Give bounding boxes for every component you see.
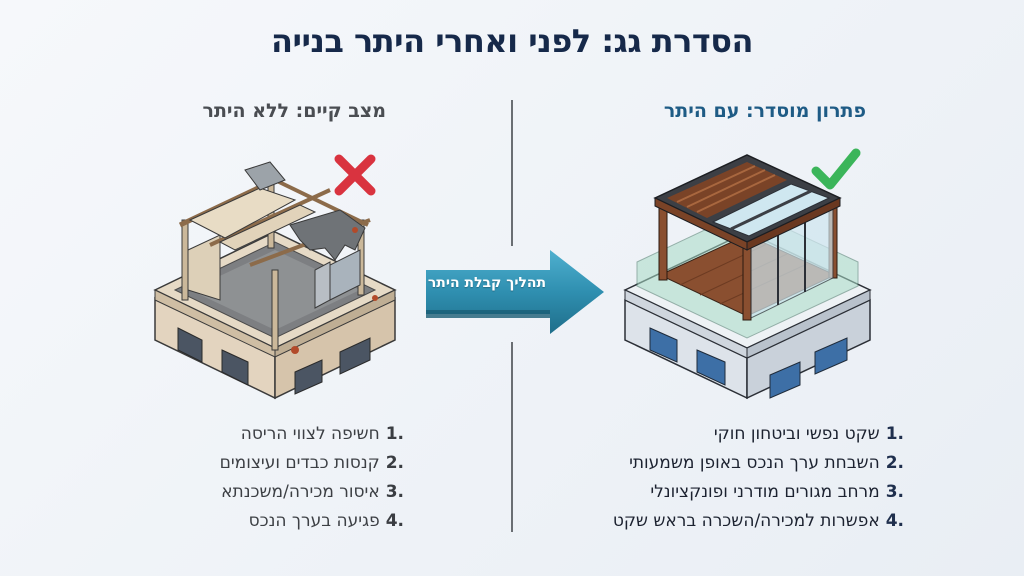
item-text: שקט נפשי וביטחון חוקי: [713, 424, 880, 444]
x-icon: [334, 154, 376, 196]
check-icon: [811, 148, 861, 190]
item-number: 2.: [885, 453, 904, 473]
item-text: פגיעה בערך הנכס: [248, 511, 380, 531]
item-text: אפשרות למכירה/השכרה בראש שקט: [612, 511, 880, 531]
item-number: 2.: [385, 453, 404, 473]
right-panel-heading: פתרון מוסדר: עם היתר: [663, 100, 866, 122]
item-text: השבחת ערך הנכס באופן משמעותי: [629, 453, 880, 473]
item-number: 3.: [885, 482, 904, 502]
item-text: קנסות כבדים ועיצומים: [219, 453, 380, 473]
item-number: 3.: [385, 482, 404, 502]
center-divider-bottom: [511, 342, 513, 532]
list-item: 1. חשיפה לצווי הריסה: [220, 420, 404, 449]
left-consequences-list: 1. חשיפה לצווי הריסה 2. קנסות כבדים ועיצ…: [220, 420, 404, 536]
list-item: 3. איסור מכירה/משכנתא: [220, 478, 404, 507]
list-item: 4. אפשרות למכירה/השכרה בראש שקט: [613, 507, 904, 536]
dilapidated-rooftop-illustration: [153, 161, 397, 400]
center-divider-top: [511, 100, 513, 246]
right-benefits-list: 1. שקט נפשי וביטחון חוקי 2. השבחת ערך הנ…: [613, 420, 904, 536]
list-item: 1. שקט נפשי וביטחון חוקי: [613, 420, 904, 449]
item-text: איסור מכירה/משכנתא: [221, 482, 380, 502]
item-number: 4.: [885, 511, 904, 531]
process-arrow-icon: [426, 250, 604, 334]
list-item: 4. פגיעה בערך הנכס: [220, 507, 404, 536]
process-arrow-label: תהליך קבלת היתר: [427, 275, 547, 291]
list-item: 3. מרחב מגורים מודרני ופונקציונלי: [613, 478, 904, 507]
item-number: 1.: [885, 424, 904, 444]
item-text: חשיפה לצווי הריסה: [240, 424, 380, 444]
left-panel-heading: מצב קיים: ללא היתר: [202, 100, 386, 122]
modern-rooftop-illustration: [623, 154, 872, 400]
page-title: הסדרת גג: לפני ואחרי היתר בנייה: [271, 22, 753, 60]
item-text: מרחב מגורים מודרני ופונקציונלי: [650, 482, 880, 502]
item-number: 4.: [385, 511, 404, 531]
item-number: 1.: [385, 424, 404, 444]
list-item: 2. השבחת ערך הנכס באופן משמעותי: [613, 449, 904, 478]
list-item: 2. קנסות כבדים ועיצומים: [220, 449, 404, 478]
